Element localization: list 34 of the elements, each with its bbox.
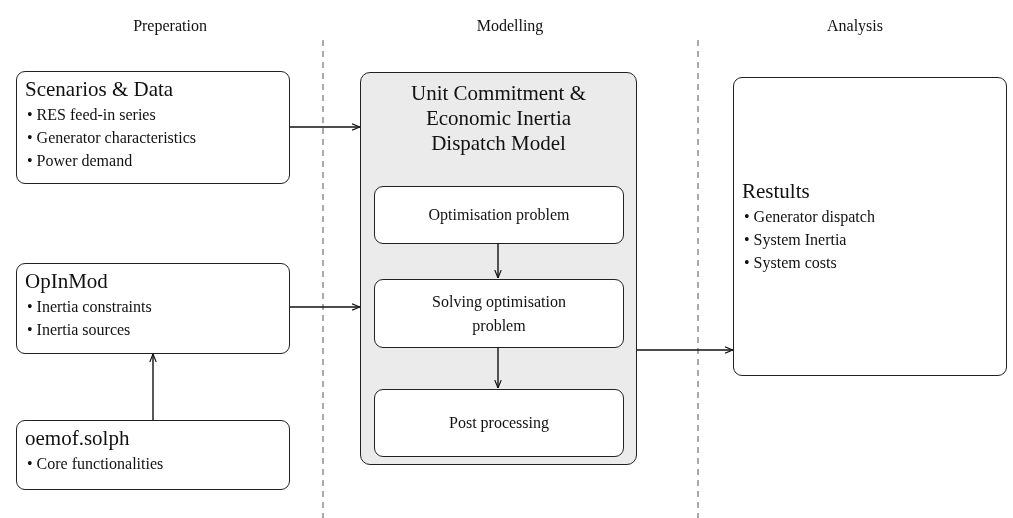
process-box [374,389,624,457]
box-heading: oemof.solph [25,427,131,450]
process-box [374,186,624,244]
arrow [289,123,361,131]
box-text: Post processing [449,413,549,434]
box-text: Solving optimisation problem [431,291,567,337]
bullet-item: • Inertia sources [27,320,132,340]
box-heading: Scenarios & Data [25,78,175,101]
bullet-item: • Generator dispatch [744,206,876,228]
arrow [494,242,502,279]
box-heading: OpInMod [25,270,109,293]
arrow [636,346,734,354]
model-container [360,72,637,465]
column-heading: Preperation [133,17,207,35]
arrow [289,303,361,311]
text-box [16,420,290,490]
bullet-item: • Power demand [27,151,134,171]
container-heading: Unit Commitment & Economic Inertia Dispatch Model [410,81,587,156]
bullet-item: • Inertia constraints [27,297,153,317]
box-heading: Restults [742,179,811,203]
arrow [494,346,502,389]
text-box [16,263,290,354]
column-heading: Modelling [476,17,544,35]
box-text: Optimisation problem [428,205,570,226]
bullet-item: • Generator characteristics [27,128,198,148]
bullet-item: • System costs [744,252,838,274]
text-box [16,71,290,184]
process-box [374,279,624,348]
text-box [733,77,1007,376]
bullet-item: • RES feed-in series [27,105,157,125]
column-heading: Analysis [827,17,883,35]
bullet-item: • System Inertia [744,229,848,251]
bullet-item: • Core functionalities [27,454,165,474]
arrow [149,353,157,421]
